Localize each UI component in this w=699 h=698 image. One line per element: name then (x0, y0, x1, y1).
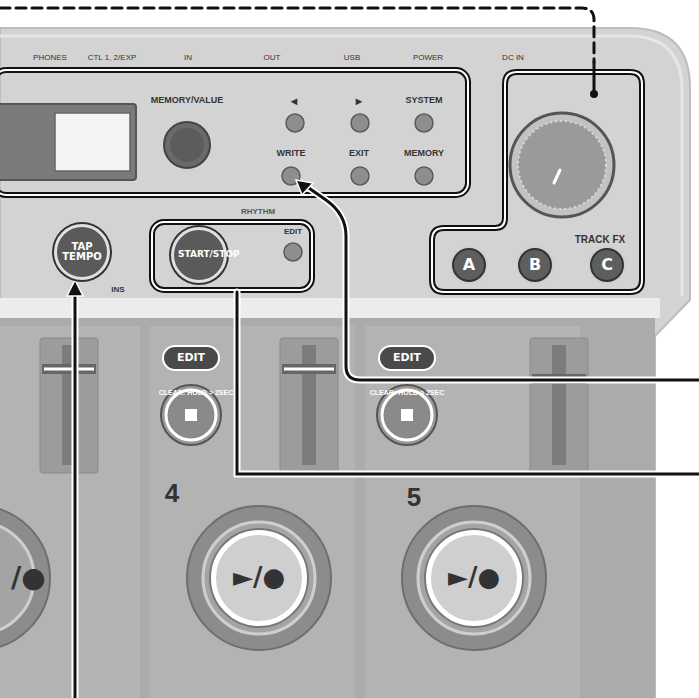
button-label: /● (11, 563, 46, 592)
track-fx-button: C (590, 248, 624, 282)
play-record-pedal: ►/● (426, 530, 522, 626)
panel-label: ► (354, 95, 365, 107)
button-label: A (463, 257, 475, 274)
panel-label: ◄ (289, 95, 300, 107)
track-number: 5 (407, 483, 421, 512)
play-record-pedal: /● (3, 558, 54, 598)
tap-tempo-button: TAP TEMPO (54, 224, 110, 280)
edit-button: EDIT (162, 345, 220, 371)
panel-label: RHYTHM (241, 208, 275, 217)
panel-label: OUT (264, 54, 281, 63)
panel-label: EXIT (349, 149, 369, 159)
button-label: TAP TEMPO (61, 242, 103, 263)
button-label: START/STOP (178, 250, 220, 259)
track-fx-button: A (452, 248, 486, 282)
panel-label: MEMORY/VALUE (151, 96, 224, 106)
button-label: C (601, 257, 613, 274)
panel-label: WRITE (277, 149, 306, 159)
play-record-pedal: ►/● (211, 530, 307, 626)
button-label: ►/● (233, 564, 285, 591)
panel-label: POWER (413, 54, 443, 63)
panel-label: EDIT (284, 228, 302, 237)
panel-label: TRACK FX (575, 234, 626, 245)
button-label: ►/● (448, 564, 500, 591)
button-label: B (529, 257, 541, 274)
panel-label: USB (344, 54, 360, 63)
panel-label: CLEAR: HOLD > 2SEC (370, 389, 444, 397)
panel-label: PHONES (33, 54, 67, 63)
panel-label: MEMORY (404, 149, 444, 159)
button-label: EDIT (177, 352, 205, 364)
start-stop-button: START/STOP (171, 227, 227, 283)
panel-label: INS (111, 286, 124, 295)
panel-label: IN (184, 54, 192, 63)
panel-label: CTL 1, 2/EXP (88, 54, 137, 63)
track-number: 4 (165, 479, 179, 508)
track-fx-button: B (518, 248, 552, 282)
panel-label: CLEAR: HOLD > 2SEC (159, 389, 233, 397)
panel-label: DC IN (502, 54, 524, 63)
button-label: EDIT (393, 352, 421, 364)
panel-label: SYSTEM (405, 96, 442, 106)
edit-button: EDIT (378, 345, 436, 371)
